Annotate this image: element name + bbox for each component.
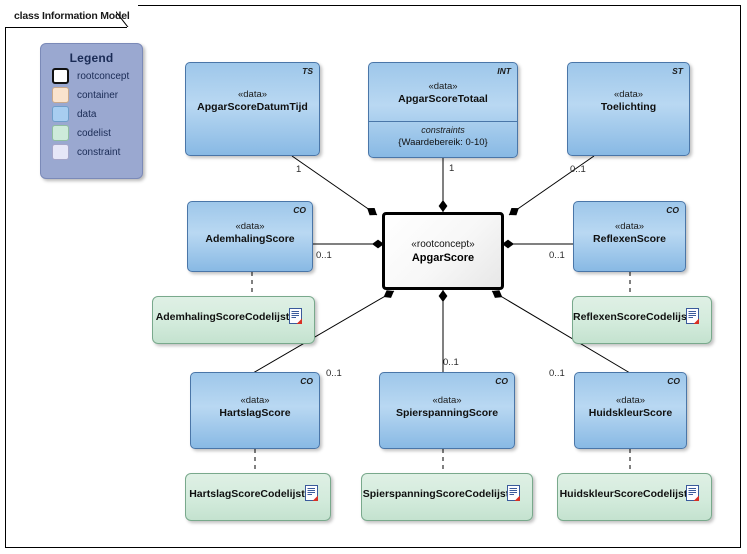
multiplicity-huidskleurscore: 0..1 (549, 368, 565, 379)
legend-swatch-container (52, 87, 69, 103)
legend-item-constraint: constraint (52, 144, 142, 160)
class-ademhalingscore[interactable]: CO «data» AdemhalingScore (187, 201, 313, 272)
stereotype-apgarscoretotaal: «data» (428, 81, 458, 92)
tag-hartslagscore: CO (300, 376, 313, 386)
name-apgarscore: ApgarScore (411, 251, 475, 264)
legend-swatch-rootconcept (52, 68, 69, 84)
name-reflexenscore: ReflexenScore (593, 233, 666, 245)
name-apgarscoretotaal: ApgarScoreTotaal (398, 93, 488, 105)
multiplicity-toelichting: 0..1 (570, 164, 586, 175)
legend-label-codelist: codelist (77, 127, 111, 139)
document-icon (686, 308, 699, 324)
stereotype-toelichting: «data» (613, 89, 644, 100)
stereotype-huidskleurscore: «data» (615, 395, 646, 406)
multiplicity-reflexenscore: 0..1 (549, 250, 565, 261)
label-hartslagscorecodelijst: HartslagScoreCodelijst (189, 488, 305, 500)
class-hartslagscore[interactable]: CO «data» HartslagScore (190, 372, 320, 449)
tag-reflexenscore: CO (666, 205, 679, 215)
multiplicity-hartslagscore: 0..1 (326, 368, 342, 379)
legend-swatch-constraint (52, 144, 69, 160)
class-reflexenscore[interactable]: CO «data» ReflexenScore (573, 201, 686, 272)
class-spierspanningscore[interactable]: CO «data» SpierspanningScore (379, 372, 515, 449)
codelist-reflexenscorecodelijst[interactable]: ReflexenScoreCodelijst (572, 296, 712, 344)
frame-tab-body (5, 5, 127, 28)
tag-apgarscoretotaal: INT (497, 66, 511, 76)
multiplicity-spierspanningscore: 0..1 (443, 357, 459, 368)
legend-panel: Legend rootconcept container data codeli… (40, 43, 143, 179)
document-icon (507, 485, 520, 501)
class-huidskleurscore[interactable]: CO «data» HuidskleurScore (574, 372, 687, 449)
stereotype-apgarscore: «rootconcept» (411, 238, 475, 250)
label-ademhalingscorecodelijst: AdemhalingScoreCodelijst (155, 311, 290, 323)
diagram-frame-tab: class Information Model (5, 5, 130, 28)
legend-item-codelist: codelist (52, 125, 142, 141)
legend-title: Legend (69, 51, 114, 65)
codelist-ademhalingscorecodelijst[interactable]: AdemhalingScoreCodelijst (152, 296, 315, 344)
label-reflexenscorecodelijst: ReflexenScoreCodelijst (573, 311, 691, 323)
label-huidskleurscorecodelijst: HuidskleurScoreCodelijst (559, 488, 688, 500)
document-icon (686, 485, 699, 501)
name-ademhalingscore: AdemhalingScore (205, 233, 295, 245)
legend-item-data: data (52, 106, 142, 122)
constraints-value-apgarscoretotaal: {Waardebereik: 0-10} (398, 137, 488, 148)
class-apgarscoretotaal[interactable]: INT «data» ApgarScoreTotaal constraints … (368, 62, 518, 158)
tag-spierspanningscore: CO (495, 376, 508, 386)
legend-swatch-data (52, 106, 69, 122)
name-apgarscoredatumtijd: ApgarScoreDatumTijd (197, 101, 308, 113)
name-hartslagscore: HartslagScore (219, 407, 291, 419)
stereotype-ademhalingscore: «data» (235, 221, 265, 232)
codelist-huidskleurscorecodelijst[interactable]: HuidskleurScoreCodelijst (557, 473, 712, 521)
legend-item-rootconcept: rootconcept (52, 68, 142, 84)
legend-label-data: data (77, 108, 97, 120)
stereotype-apgarscoredatumtijd: «data» (237, 89, 268, 100)
legend-label-rootconcept: rootconcept (77, 70, 130, 82)
tag-apgarscoredatumtijd: TS (302, 66, 313, 76)
name-spierspanningscore: SpierspanningScore (395, 407, 499, 419)
tag-ademhalingscore: CO (293, 205, 306, 215)
legend-label-container: container (77, 89, 119, 101)
legend-label-constraint: constraint (77, 146, 121, 158)
multiplicity-ademhalingscore: 0..1 (316, 250, 332, 261)
legend-swatch-codelist (52, 125, 69, 141)
multiplicity-apgarscoretotaal: 1 (449, 163, 455, 174)
diagram-title: class Information Model (14, 10, 130, 22)
constraints-label-apgarscoretotaal: constraints (421, 125, 465, 135)
label-spierspanningscorecodelijst: SpierspanningScoreCodelijst (362, 488, 510, 500)
multiplicity-apgarscoredatumtijd: 1 (296, 164, 302, 175)
stereotype-reflexenscore: «data» (614, 221, 645, 232)
class-apgarscore-rootconcept[interactable]: «rootconcept» ApgarScore (382, 212, 504, 290)
codelist-hartslagscorecodelijst[interactable]: HartslagScoreCodelijst (185, 473, 331, 521)
name-huidskleurscore: HuidskleurScore (588, 407, 673, 419)
class-apgarscoredatumtijd[interactable]: TS «data» ApgarScoreDatumTijd (185, 62, 320, 156)
codelist-spierspanningscorecodelijst[interactable]: SpierspanningScoreCodelijst (361, 473, 533, 521)
stereotype-hartslagscore: «data» (240, 395, 270, 406)
document-icon (289, 308, 302, 324)
legend-item-container: container (52, 87, 142, 103)
tag-huidskleurscore: CO (667, 376, 680, 386)
name-toelichting: Toelichting (600, 101, 657, 113)
document-icon (305, 485, 318, 501)
tag-toelichting: ST (672, 66, 683, 76)
compartment-divider-apgarscoretotaal (369, 121, 517, 122)
class-toelichting[interactable]: ST «data» Toelichting (567, 62, 690, 156)
stereotype-spierspanningscore: «data» (432, 395, 462, 406)
